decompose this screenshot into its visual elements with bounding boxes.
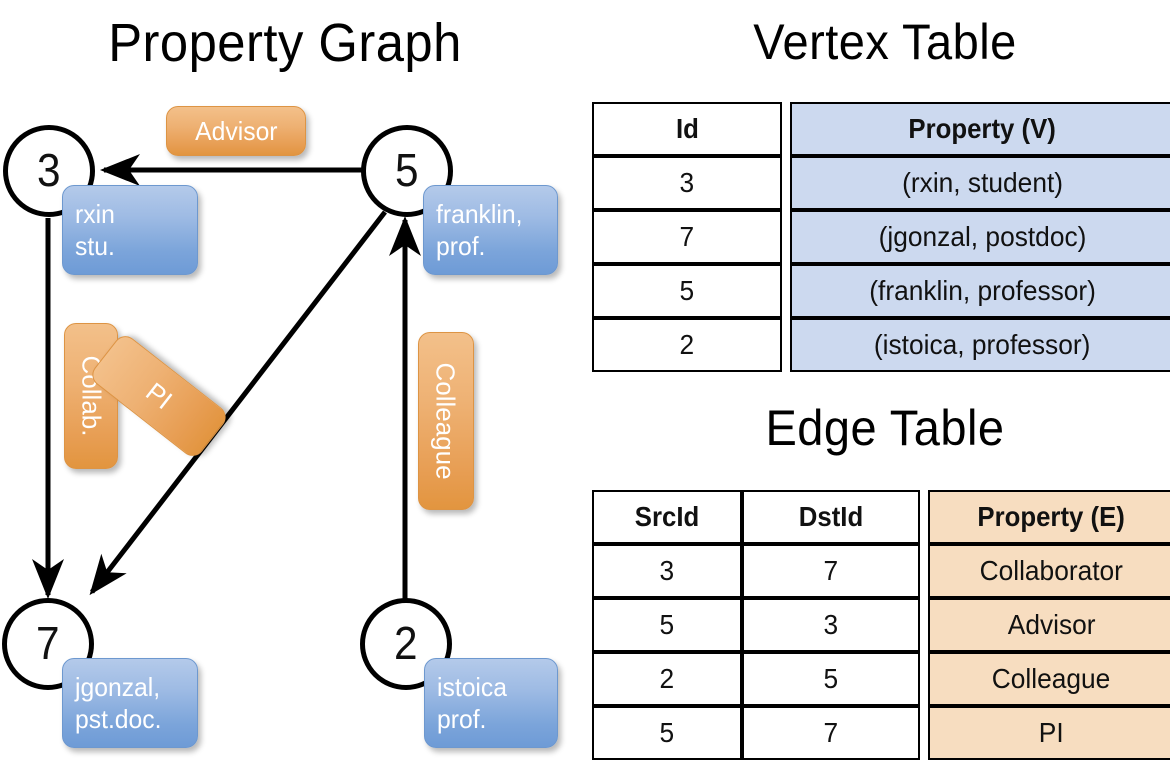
- vertex-3-property-line-1: rxin: [75, 199, 115, 229]
- edge-label-pi-text: PI: [140, 376, 178, 416]
- vertex-row-0-property: (rxin, student): [790, 156, 1170, 210]
- edge-row-3-src: 5: [592, 706, 742, 760]
- vertex-7-label: 7: [36, 617, 60, 669]
- table-row[interactable]: 5 7 PI: [592, 706, 1170, 760]
- edge-table-header-srcid: SrcId: [592, 490, 742, 544]
- page-title-edge-table: Edge Table: [765, 400, 1005, 456]
- edge-row-2-dst: 5: [742, 652, 920, 706]
- column-gap: [782, 318, 790, 372]
- vertex-row-3-id: 2: [592, 318, 782, 372]
- vertex-row-2-property: (franklin, professor): [790, 264, 1170, 318]
- vertex-7-property-line-2: pst.doc.: [75, 704, 162, 734]
- edge-label-advisor-box: Advisor: [166, 106, 306, 156]
- vertex-7-property-box: jgonzal, pst.doc.: [62, 658, 198, 748]
- vertex-5-property-line-2: prof.: [436, 231, 486, 261]
- edge-row-1-dst: 3: [742, 598, 920, 652]
- column-gap: [782, 264, 790, 318]
- graph-edges-svg: [32, 154, 421, 602]
- table-row[interactable]: 5 3 Advisor: [592, 598, 1170, 652]
- vertex-3-property-line-2: stu.: [75, 231, 115, 261]
- edge-label-advisor-text: Advisor: [194, 116, 278, 146]
- vertex-table-header-property: Property (V): [790, 102, 1170, 156]
- vertex-2-property-line-2: prof.: [437, 704, 487, 734]
- vertex-3-label: 3: [37, 144, 61, 196]
- table-row[interactable]: 3 (rxin, student): [592, 156, 1170, 210]
- vertex-2-label: 2: [394, 617, 418, 669]
- column-gap: [782, 210, 790, 264]
- vertex-row-1-id: 7: [592, 210, 782, 264]
- edge-row-3-property: PI: [928, 706, 1170, 760]
- edge-table-header-row: SrcId DstId Property (E): [592, 490, 1170, 544]
- edge-row-2-property: Colleague: [928, 652, 1170, 706]
- column-gap: [782, 156, 790, 210]
- edge-row-1-property: Advisor: [928, 598, 1170, 652]
- column-gap: [920, 706, 928, 760]
- edge-label-colleague-text: Colleague: [431, 362, 461, 480]
- vertex-2-property-box: istoica prof.: [424, 658, 558, 748]
- edge-arrow-pi: [89, 210, 387, 596]
- edge-row-1-src: 5: [592, 598, 742, 652]
- vertex-5-property-line-1: franklin,: [436, 199, 523, 229]
- table-row[interactable]: 7 (jgonzal, postdoc): [592, 210, 1170, 264]
- table-row[interactable]: 2 (istoica, professor): [592, 318, 1170, 372]
- edge-row-3-dst: 7: [742, 706, 920, 760]
- column-gap: [920, 652, 928, 706]
- vertex-table: Id Property (V) 3 (rxin, student): [592, 102, 1170, 372]
- vertex-2-property-line-1: istoica: [437, 672, 508, 702]
- page-title-vertex-table: Vertex Table: [753, 14, 1017, 70]
- edge-row-0-dst: 7: [742, 544, 920, 598]
- column-gap: [920, 490, 928, 544]
- table-row[interactable]: 2 5 Colleague: [592, 652, 1170, 706]
- column-gap: [920, 544, 928, 598]
- property-graph-diagram: 3 5 7 2 rxin stu. franklin, prof. jgonza…: [0, 90, 585, 760]
- column-gap: [782, 102, 790, 156]
- vertex-3-property-box: rxin stu.: [62, 185, 198, 275]
- edge-label-colleague-box: Colleague: [418, 332, 474, 510]
- vertex-5-property-box: franklin, prof.: [423, 185, 558, 275]
- column-gap: [920, 598, 928, 652]
- vertex-5-label: 5: [395, 144, 419, 196]
- edge-label-collab-box: Collab.: [64, 323, 118, 469]
- vertex-row-2-id: 5: [592, 264, 782, 318]
- vertex-table-header-id: Id: [592, 102, 782, 156]
- vertex-table-header-row: Id Property (V): [592, 102, 1170, 156]
- edge-table-header-dstid: DstId: [742, 490, 920, 544]
- page-title-property-graph: Property Graph: [108, 13, 462, 73]
- edge-table-header-property: Property (E): [928, 490, 1170, 544]
- table-row[interactable]: 5 (franklin, professor): [592, 264, 1170, 318]
- vertex-row-0-id: 3: [592, 156, 782, 210]
- vertex-row-1-property: (jgonzal, postdoc): [790, 210, 1170, 264]
- vertex-7-property-line-1: jgonzal,: [75, 672, 161, 702]
- edge-row-0-property: Collaborator: [928, 544, 1170, 598]
- edge-row-0-src: 3: [592, 544, 742, 598]
- edge-table: SrcId DstId Property (E) 3 7: [592, 490, 1170, 760]
- graph-vertex-3[interactable]: 3: [3, 125, 95, 217]
- vertex-row-3-property: (istoica, professor): [790, 318, 1170, 372]
- edge-row-2-src: 2: [592, 652, 742, 706]
- table-row[interactable]: 3 7 Collaborator: [592, 544, 1170, 598]
